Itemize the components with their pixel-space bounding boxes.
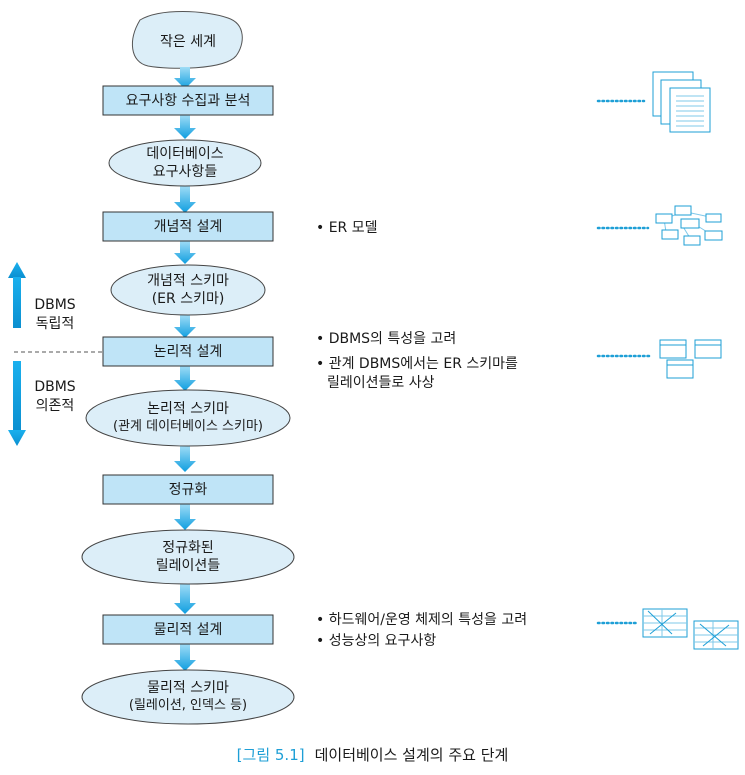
output-ellipse bbox=[81, 669, 295, 725]
output-line: 물리적 스키마 bbox=[147, 680, 229, 696]
process-box bbox=[102, 474, 274, 505]
output-requirements: 데이터베이스 요구사항들 bbox=[109, 144, 261, 182]
step-conceptual-design: 개념적 설계 bbox=[153, 218, 223, 235]
output-conceptual-schema: 개념적 스키마 (ER 스키마) bbox=[111, 271, 265, 309]
flow-arrow bbox=[174, 186, 196, 213]
output-line: 릴레이션들 bbox=[155, 558, 221, 574]
output-line: 개념적 스키마 bbox=[147, 273, 229, 289]
output-ellipse bbox=[81, 529, 295, 585]
requirements-documents-icon bbox=[652, 71, 711, 133]
er-diagram-icon bbox=[655, 205, 723, 246]
note-dbms-features: • DBMS의 특성을 고려 bbox=[316, 331, 457, 347]
icon-connectors bbox=[596, 99, 652, 625]
flow-arrow bbox=[174, 67, 196, 89]
note-er-mapping-cont: 릴레이션들로 사상 bbox=[327, 375, 435, 391]
output-ellipse bbox=[110, 264, 266, 316]
output-normalized-relations: 정규화된 릴레이션들 bbox=[82, 537, 294, 577]
output-line: 요구사항들 bbox=[152, 164, 218, 180]
caption-label: [그림 5.1] bbox=[236, 746, 305, 764]
dbms-independent-label: DBMS 독립적 bbox=[28, 296, 82, 334]
caption-text: 데이터베이스 설계의 주요 단계 bbox=[314, 746, 509, 764]
output-line: (관계 데이터베이스 스키마) bbox=[113, 419, 263, 434]
flow-arrow bbox=[174, 644, 196, 671]
dbms-dependent-label: DBMS 의존적 bbox=[28, 378, 82, 416]
side-line: 의존적 bbox=[35, 398, 75, 414]
start-label: 작은 세계 bbox=[160, 34, 216, 50]
step-logical-design: 논리적 설계 bbox=[153, 343, 223, 360]
side-line: 독립적 bbox=[35, 316, 75, 332]
relations-tables-icon bbox=[659, 339, 722, 379]
flow-arrow bbox=[174, 584, 196, 614]
figure-caption: [그림 5.1] 데이터베이스 설계의 주요 단계 bbox=[0, 744, 745, 765]
process-box bbox=[102, 85, 274, 116]
note-hw-os: • 하드웨어/운영 체제의 특성을 고려 bbox=[316, 612, 528, 628]
output-physical-schema: 물리적 스키마 (릴레이션, 인덱스 등) bbox=[82, 677, 294, 717]
process-box bbox=[102, 336, 274, 367]
side-line: DBMS bbox=[34, 379, 76, 395]
flow-arrow bbox=[174, 446, 196, 472]
physical-tables-icon bbox=[642, 608, 739, 650]
note-performance: • 성능상의 요구사항 bbox=[316, 633, 437, 649]
output-logical-schema: 논리적 스키마 (관계 데이터베이스 스키마) bbox=[86, 398, 290, 438]
process-box bbox=[102, 211, 274, 242]
step-requirements-analysis: 요구사항 수집과 분석 bbox=[125, 92, 251, 109]
process-box bbox=[102, 614, 274, 645]
output-line: 데이터베이스 bbox=[146, 146, 224, 162]
output-line: 논리적 스키마 bbox=[147, 401, 229, 417]
output-line: (ER 스키마) bbox=[151, 291, 225, 307]
flow-arrow bbox=[174, 115, 196, 139]
flow-arrow bbox=[174, 504, 196, 530]
step-physical-design: 물리적 설계 bbox=[153, 621, 223, 638]
dbms-scope-arrow bbox=[8, 262, 26, 446]
step-normalization: 정규화 bbox=[168, 481, 208, 498]
flow-arrows bbox=[174, 67, 196, 671]
output-line: (릴레이션, 인덱스 등) bbox=[128, 698, 248, 713]
flow-arrow bbox=[174, 315, 196, 338]
note-er-mapping: • 관계 DBMS에서는 ER 스키마를 bbox=[316, 356, 518, 372]
side-line: DBMS bbox=[34, 297, 76, 313]
start-blob bbox=[132, 11, 243, 69]
flow-arrow bbox=[174, 366, 196, 391]
flow-arrow bbox=[174, 241, 196, 264]
output-line: 정규화된 bbox=[162, 540, 214, 556]
note-er-model: • ER 모델 bbox=[316, 220, 378, 236]
output-ellipse bbox=[85, 389, 291, 447]
output-ellipse bbox=[108, 139, 262, 187]
